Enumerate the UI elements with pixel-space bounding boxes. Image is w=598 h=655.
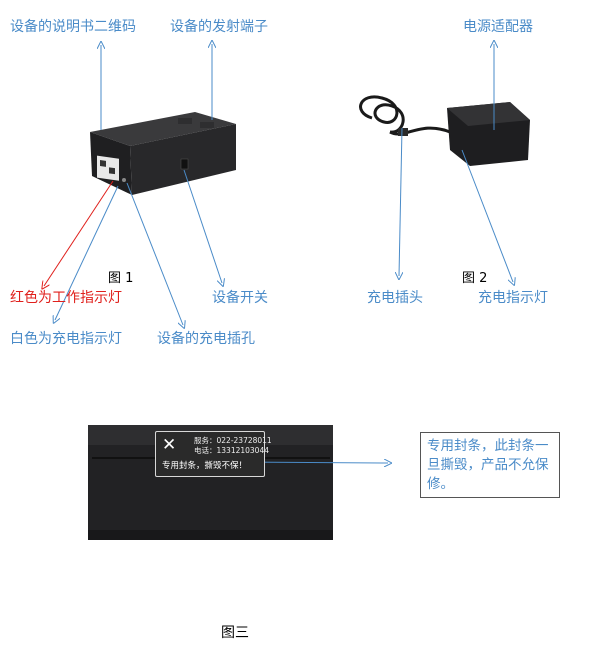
- label-indicator: 充电指示灯: [478, 290, 548, 306]
- label-red-light: 红色为工作指示灯: [10, 290, 122, 306]
- arrow-plug: [399, 127, 402, 276]
- warranty-seal: ✕ 服务：022-23728011 电话：13312103044 专用封条，撕毁…: [155, 431, 272, 477]
- power-adapter-photo: [359, 95, 530, 166]
- arrow-indicator: [461, 149, 513, 282]
- seal-logo-icon: ✕: [162, 435, 177, 455]
- caption-figure3: 图三: [221, 625, 249, 641]
- label-adapter: 电源适配器: [463, 19, 533, 35]
- arrow-switch: [183, 169, 222, 283]
- arrow-red-light: [44, 180, 114, 286]
- label-qr-manual: 设备的说明书二维码: [10, 19, 136, 35]
- label-emitter: 设备的发射端子: [170, 19, 268, 35]
- caption-figure1: 图 1: [108, 271, 134, 286]
- label-switch: 设备开关: [212, 290, 268, 306]
- caption-figure2: 图 2: [462, 271, 488, 286]
- arrow-white-light: [55, 185, 119, 320]
- seal-warning-text: 专用封条，撕毁不保！: [162, 461, 248, 471]
- seal-service-text: 服务：022-23728011: [194, 436, 272, 445]
- seal-phone-text: 电话：13312103044: [194, 446, 269, 455]
- label-plug: 充电插头: [367, 290, 423, 306]
- device-box-photo: [90, 112, 236, 195]
- seal-note-box: 专用封条，此封条一旦撕毁，产品不允保修。: [420, 432, 560, 498]
- label-charge-port: 设备的充电插孔: [157, 331, 255, 347]
- arrow-charge-port: [126, 182, 183, 325]
- label-white-light: 白色为充电指示灯: [10, 331, 122, 347]
